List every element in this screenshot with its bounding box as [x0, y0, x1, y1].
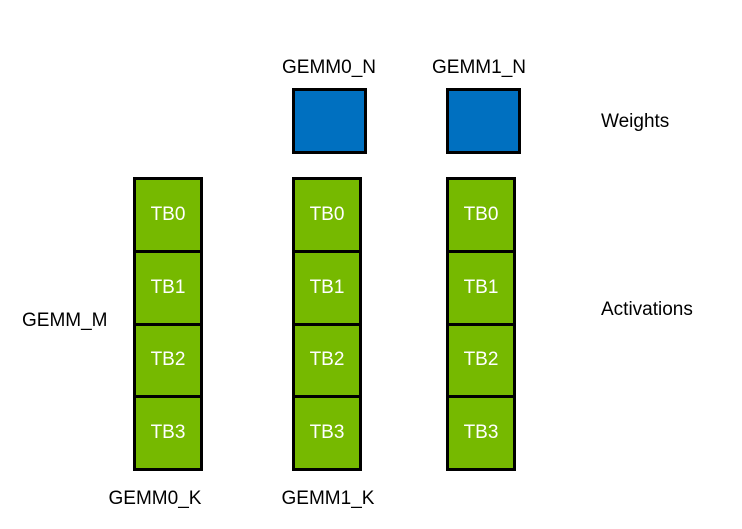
- tb-cell: TB2: [446, 322, 516, 399]
- weights-block-gemm1: [446, 88, 521, 154]
- label-gemm-m: GEMM_M: [22, 310, 108, 331]
- activations-column-gemm1-k: TB0 TB1 TB2 TB3: [446, 177, 516, 471]
- label-gemm0-k: GEMM0_K: [108, 488, 202, 509]
- tb-cell: TB0: [133, 177, 203, 253]
- label-gemm1-k: GEMM1_K: [281, 488, 375, 509]
- tb-cell: TB3: [133, 395, 203, 471]
- weights-block-gemm0: [292, 88, 367, 154]
- tb-cell: TB0: [446, 177, 516, 253]
- tb-cell: TB2: [292, 322, 362, 399]
- header-gemm0-n-line1: GEMM0_N: [282, 57, 376, 78]
- activations-column-gemm0-k: TB0 TB1 TB2 TB3: [292, 177, 362, 471]
- header-gemm1-n-line1: GEMM1_N: [432, 57, 526, 78]
- tb-cell: TB2: [133, 322, 203, 399]
- activations-column-gemm-m: TB0 TB1 TB2 TB3: [133, 177, 203, 471]
- label-activations: Activations: [601, 299, 693, 320]
- tb-cell: TB0: [292, 177, 362, 253]
- tb-cell: TB3: [292, 395, 362, 471]
- tb-cell: TB1: [133, 249, 203, 326]
- tb-cell: TB3: [446, 395, 516, 471]
- label-weights: Weights: [601, 111, 670, 132]
- tb-cell: TB1: [446, 249, 516, 326]
- tb-cell: TB1: [292, 249, 362, 326]
